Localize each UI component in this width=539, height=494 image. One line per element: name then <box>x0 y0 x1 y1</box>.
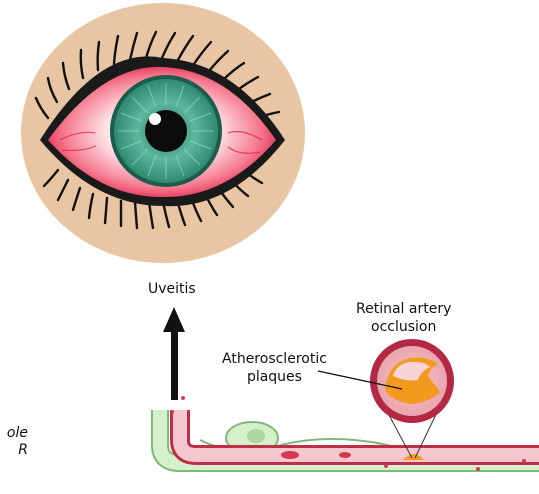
side-line1: ole <box>0 425 28 442</box>
cell-dot <box>522 459 526 463</box>
blood-vessel <box>160 396 539 471</box>
red-cell <box>339 452 351 458</box>
retinal-artery-occlusion-label: Retinal artery occlusion <box>356 300 451 336</box>
retinal-artery-line1: Retinal artery <box>356 300 451 318</box>
cell-dot <box>384 464 388 468</box>
atherosclerotic-plaques-label: Atherosclerotic plaques <box>222 350 327 386</box>
plaques-line2: plaques <box>222 368 327 386</box>
occlusion-cross-section <box>370 339 454 423</box>
side-line2: R <box>0 442 28 459</box>
arrow-up <box>163 307 185 400</box>
cropped-side-caption: ole R <box>0 425 28 459</box>
uveitis-label: Uveitis <box>148 281 196 297</box>
cell-dot <box>476 467 480 471</box>
plaques-line1: Atherosclerotic <box>222 350 327 368</box>
cell-dot <box>181 396 185 400</box>
ganglion-nucleus <box>247 429 265 443</box>
eye <box>21 3 305 263</box>
eye-highlight <box>149 113 161 125</box>
retinal-artery-line2: occlusion <box>356 318 451 336</box>
cell-dot <box>170 410 174 414</box>
red-cell <box>281 451 299 459</box>
